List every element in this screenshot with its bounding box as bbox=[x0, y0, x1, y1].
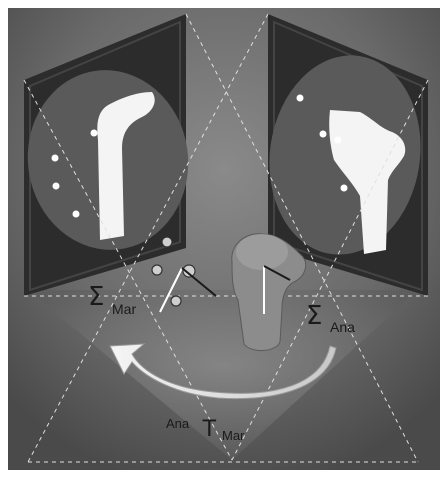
sigma-mar-subscript: Mar bbox=[112, 301, 136, 317]
sigma-mar-symbol: Σ bbox=[88, 282, 104, 312]
left-marker-1 bbox=[91, 130, 98, 137]
right-marker-4 bbox=[341, 185, 348, 192]
transform-prefix: Ana bbox=[166, 416, 190, 431]
left-marker-2 bbox=[52, 155, 59, 162]
sigma-ana-subscript: Ana bbox=[330, 319, 355, 335]
right-marker-3 bbox=[335, 137, 342, 144]
right-marker-1 bbox=[297, 95, 304, 102]
sigma-ana-symbol: Σ bbox=[306, 301, 322, 331]
right-marker-2 bbox=[320, 131, 327, 138]
center-marker-4 bbox=[171, 296, 181, 306]
left-marker-4 bbox=[73, 211, 80, 218]
left-marker-3 bbox=[53, 183, 60, 190]
transform-subscript: Mar bbox=[222, 428, 245, 443]
center-marker-1 bbox=[162, 237, 172, 247]
center-marker-2 bbox=[152, 265, 162, 275]
transform-symbol: T bbox=[202, 415, 217, 442]
